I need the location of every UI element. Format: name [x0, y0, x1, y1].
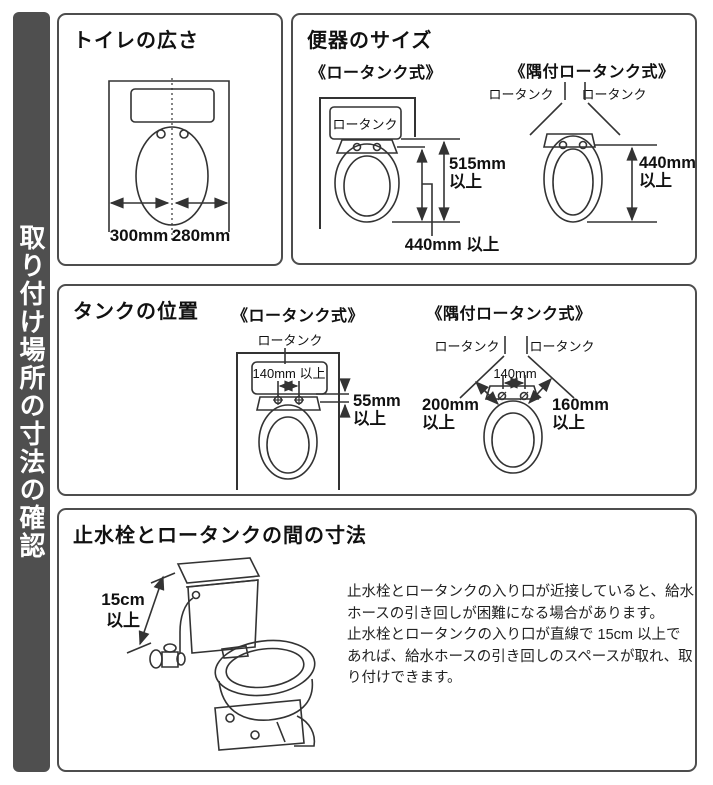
- gap-dimension: [316, 378, 351, 418]
- tank-position-corner-tank-diagram: 《隅付ロータンク式》 ロータンク ロータンク 140mm: [422, 304, 609, 474]
- dim-suffix: 以上: [106, 611, 140, 630]
- toilet-top-view: [334, 139, 400, 223]
- tank-label: ロータンク: [332, 117, 397, 132]
- toilet-top-view: [130, 88, 215, 226]
- wall: [319, 97, 416, 229]
- toilet-space-title: トイレの広さ: [73, 30, 199, 52]
- valve-clearance-body: 止水栓とロータンクの入り口が近接していると、給水 ホースの引き回しが困難になる場…: [347, 584, 694, 686]
- dim-left-value: 200mm: [422, 396, 479, 414]
- corner-walls: [459, 336, 575, 399]
- dim-depth-value: 440mm: [639, 154, 696, 172]
- dim-gap-value: 55mm: [353, 392, 401, 410]
- seat-outline: [135, 126, 209, 226]
- tank-position-title: タンクの位置: [73, 301, 199, 323]
- bolt-right: [179, 129, 189, 139]
- toilet-space-diagram: 300mm 280mm: [108, 78, 231, 245]
- dim-depth: 440mm 以上: [405, 235, 499, 254]
- dim-left: 300mm: [110, 226, 169, 245]
- dim-value: 15cm: [101, 590, 144, 609]
- tank-3d: [176, 557, 261, 654]
- dim-bolt-pitch: 140mm: [493, 366, 536, 381]
- stop-valve: [149, 643, 186, 669]
- dim-height-value: 515mm: [449, 155, 506, 173]
- dimension-arrows: [475, 377, 552, 405]
- tank-label-left: ロータンク: [488, 87, 553, 102]
- dim-depth-suffix: 以上: [639, 171, 672, 190]
- dim-right: 280mm: [172, 226, 231, 245]
- tank-label: ロータンク: [257, 333, 322, 348]
- wall: [236, 352, 340, 490]
- supply-hose: [179, 597, 194, 653]
- tank-label-left: ロータンク: [434, 339, 499, 354]
- tank-outline: [130, 88, 215, 123]
- bolt-pitch: [277, 380, 300, 397]
- dim-right-value: 160mm: [552, 396, 609, 414]
- tank-label-right: ロータンク: [581, 87, 646, 102]
- bowl-size-title: 便器のサイズ: [307, 30, 433, 52]
- panel-tank-position: タンクの位置 《ロータンク式》 ロータンク 140mm 以上: [57, 284, 697, 496]
- tank-outline: [329, 106, 402, 140]
- dimension-arrows: [416, 140, 450, 222]
- toilet-illustration: 15cm 以上: [101, 557, 316, 751]
- dim-right-suffix: 以上: [552, 413, 585, 432]
- panel-valve-clearance: 止水栓とロータンクの間の寸法: [57, 508, 697, 772]
- corner-walls: [529, 82, 621, 136]
- panel-toilet-space: トイレの広さ 300mm 280mm: [57, 13, 283, 266]
- subtitle: 《ロータンク式》: [310, 63, 442, 82]
- panel-bowl-size: 便器のサイズ 《ロータンク式》 ロータンク: [291, 13, 697, 265]
- toilet-top-view: [542, 133, 603, 223]
- tank-outline: [251, 361, 328, 395]
- reference-lines: [587, 144, 657, 223]
- valve-clearance-title: 止水栓とロータンクの間の寸法: [73, 525, 367, 547]
- tank-label-right: ロータンク: [529, 339, 594, 354]
- bowl-size-low-tank-diagram: 《ロータンク式》 ロータンク 51: [310, 63, 506, 254]
- subtitle: 《隅付ロータンク式》: [426, 304, 591, 323]
- section-tab-label: 取り付け場所の寸法の確認: [16, 224, 46, 560]
- dim-height-suffix: 以上: [449, 172, 482, 191]
- subtitle: 《隅付ロータンク式》: [509, 62, 674, 81]
- subtitle: 《ロータンク式》: [232, 306, 364, 325]
- dimension-arrow: [126, 572, 176, 654]
- toilet-top-view: [255, 395, 322, 480]
- dim-width: 140mm 以上: [253, 366, 326, 381]
- bowl-size-corner-tank-diagram: 《隅付ロータンク式》 ロータンク ロータンク 440mm: [488, 62, 696, 223]
- tank-position-low-tank-diagram: 《ロータンク式》 ロータンク 140mm 以上: [232, 306, 401, 490]
- dim-left-suffix: 以上: [422, 413, 455, 432]
- bowl-3d: [214, 639, 316, 751]
- dim-gap-suffix: 以上: [353, 409, 386, 428]
- room-walls: [108, 80, 230, 232]
- bolt-left: [156, 129, 166, 139]
- section-tab: 取り付け場所の寸法の確認: [13, 12, 50, 772]
